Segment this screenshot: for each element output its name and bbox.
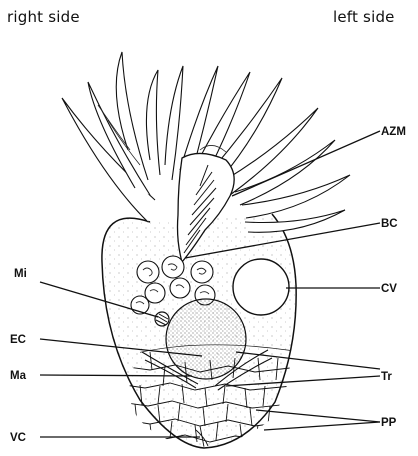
label-bc: BC (381, 218, 398, 230)
label-ec: EC (10, 334, 26, 346)
label-azm: AZM (381, 126, 406, 138)
label-mi: Mi (14, 268, 27, 280)
micronucleus (155, 312, 169, 326)
label-tr: Tr (381, 371, 392, 383)
contractile-vacuole (233, 259, 289, 315)
right-side-heading: right side (7, 8, 80, 26)
label-ma: Ma (10, 370, 27, 382)
left-side-heading: left side (333, 8, 395, 26)
label-cv: CV (381, 283, 397, 295)
label-vc: VC (10, 432, 26, 444)
label-pp: PP (381, 417, 397, 429)
